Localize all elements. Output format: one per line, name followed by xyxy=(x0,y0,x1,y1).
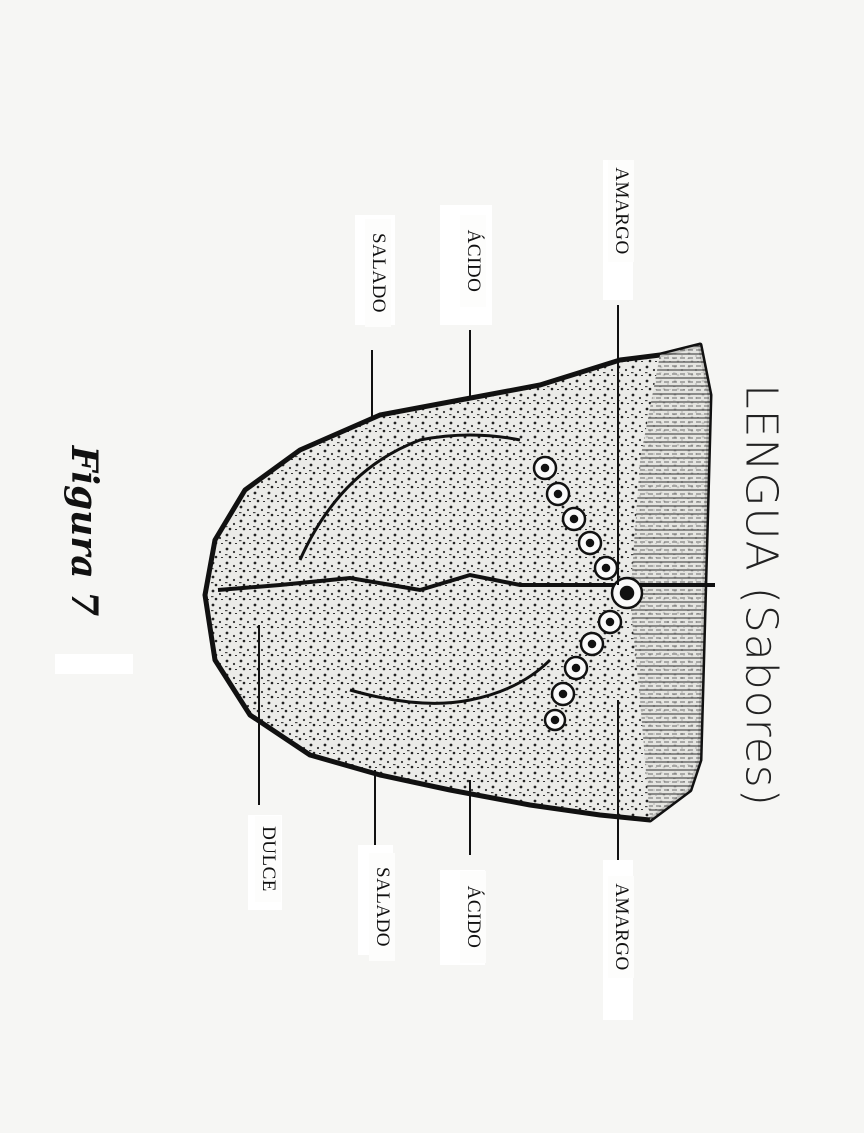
label-amargo-top: AMARGO xyxy=(608,160,634,262)
label-amargo-bottom: AMARGO xyxy=(608,876,634,978)
label-salado-top: SALADO xyxy=(365,219,391,327)
whiteout-patch xyxy=(55,654,133,674)
figure-caption: Figura 7 xyxy=(63,441,105,621)
label-acido-top: ÁCIDO xyxy=(460,215,486,307)
label-dulce: DULCE xyxy=(255,816,281,902)
diagram-title: LENGUA (Sabores) xyxy=(736,366,787,826)
label-acido-bottom: ÁCIDO xyxy=(460,871,486,963)
label-salado-bottom: SALADO xyxy=(369,853,395,961)
